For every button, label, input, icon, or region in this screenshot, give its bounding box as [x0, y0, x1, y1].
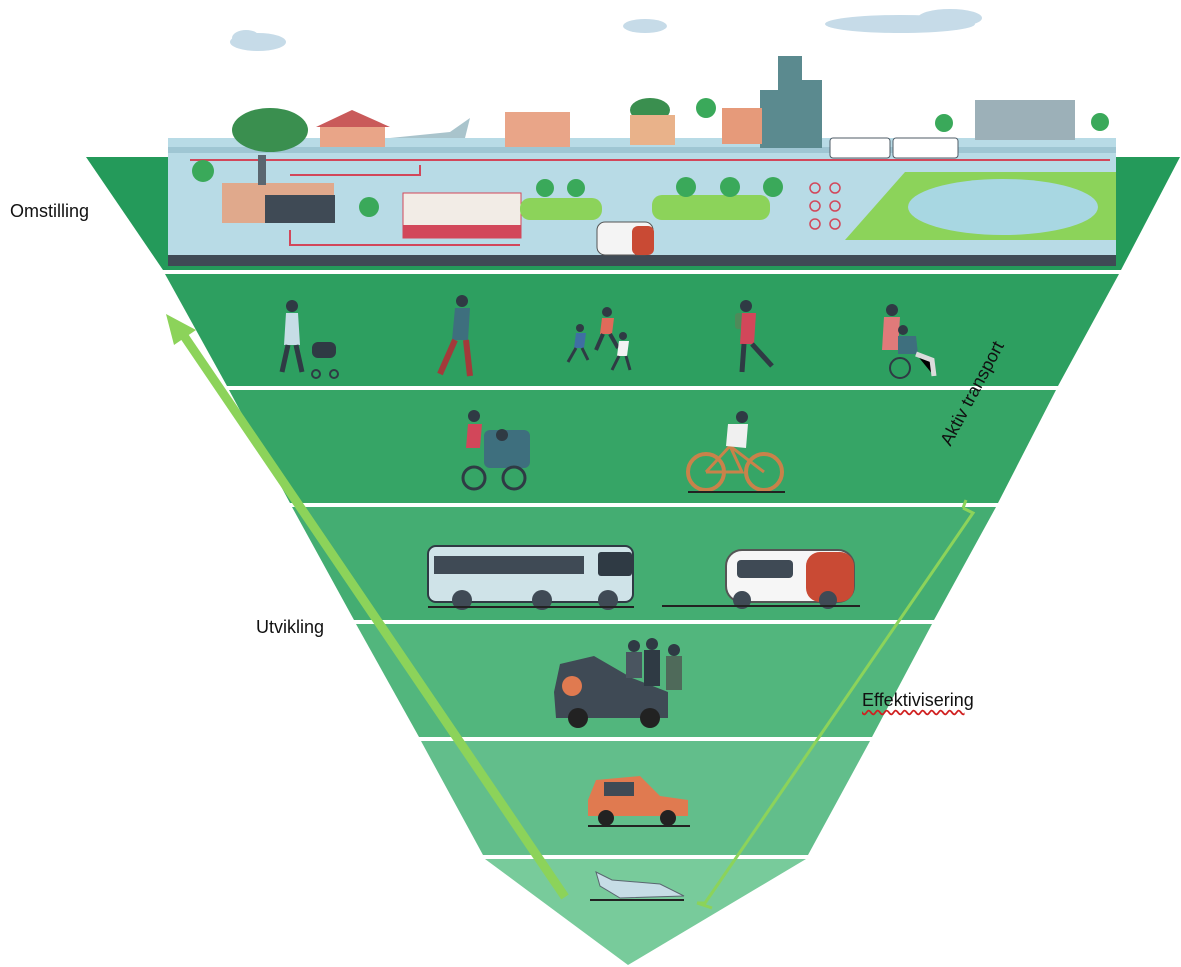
stroller-walker-icon [279, 300, 339, 379]
hiker-icon [735, 300, 774, 373]
bicycle-icon [686, 411, 785, 493]
public-transport [427, 545, 860, 610]
car-icon [588, 776, 690, 827]
bus-icon [427, 545, 634, 610]
tier-walking [165, 274, 1119, 386]
walker-icon [437, 295, 473, 377]
clouds [230, 9, 982, 51]
omstilling-label: Omstilling [10, 201, 90, 221]
walking-figures [279, 295, 937, 379]
tier-public-transport [292, 507, 996, 620]
tier-air [485, 859, 806, 965]
wheelchair-icon [882, 304, 937, 379]
shared-car [554, 638, 682, 728]
tier-cycling [229, 390, 1056, 503]
van-icon [554, 656, 668, 728]
city-illustration [168, 56, 1116, 266]
running-children-icon [566, 307, 632, 371]
airplane-icon [590, 871, 685, 901]
utvikling-arrow [166, 314, 569, 900]
people-icon [626, 638, 682, 690]
autonomous-shuttle-icon [662, 549, 860, 609]
effektivisering-bracket [696, 499, 976, 910]
utvikling-label: Utvikling [256, 617, 325, 637]
cycle-rickshaw-icon [461, 410, 530, 491]
effektivisering-text: Effektivisering [862, 690, 974, 710]
effektivisering-label: Effektivisering [862, 690, 974, 711]
cycling-figures [461, 410, 785, 493]
